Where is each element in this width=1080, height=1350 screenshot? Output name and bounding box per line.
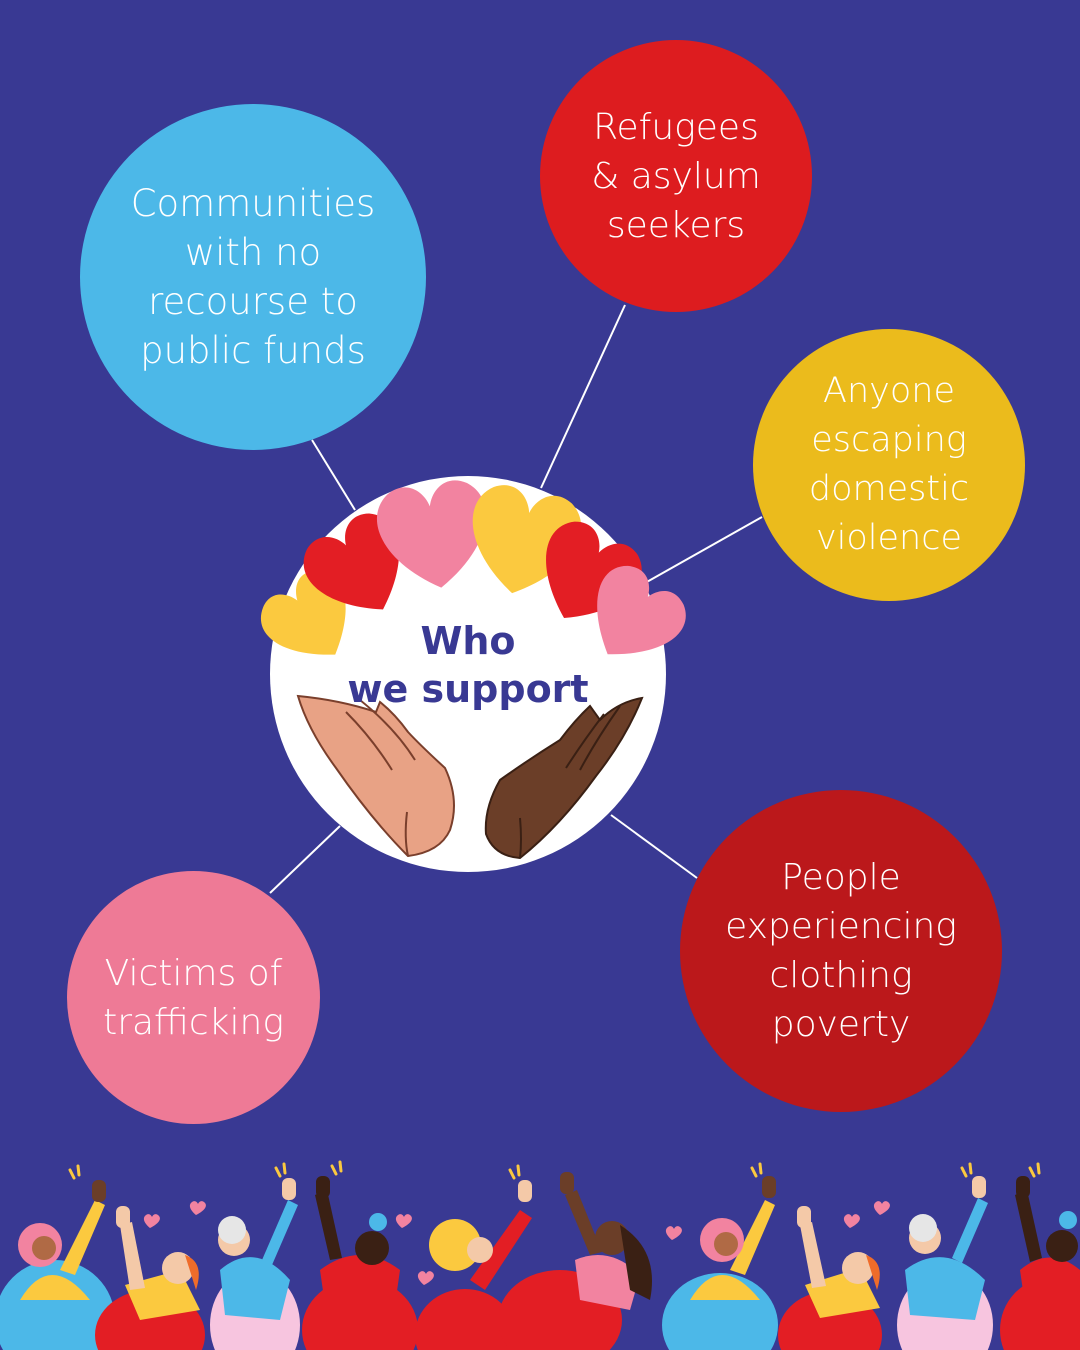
heart-icon (303, 513, 399, 610)
crowd-person (662, 1176, 778, 1350)
connector-trafficking (269, 825, 341, 894)
crowd-person (415, 1180, 532, 1350)
light-hand-icon (296, 694, 455, 858)
crowd-person (897, 1176, 993, 1350)
small-heart-icon (143, 1201, 890, 1285)
connector-clothing (610, 814, 698, 879)
crowd-person (95, 1206, 205, 1350)
group-label: Communities with no recourse to public f… (130, 182, 376, 372)
dark-hand-icon (484, 696, 644, 860)
crowd-person (498, 1172, 652, 1350)
group-label: Victims of trafficking (103, 952, 284, 1043)
connector-communities (311, 439, 356, 511)
group-bubble-trafficking: Victims of trafficking (67, 871, 320, 1124)
center-title: Who we support (347, 619, 589, 711)
connector-refugees (540, 304, 626, 489)
crowd-person (302, 1176, 418, 1350)
group-bubble-refugees: Refugees & asylum seekers (540, 40, 812, 312)
crowd-person (210, 1178, 300, 1350)
crowd-person (778, 1206, 882, 1350)
group-bubble-domestic-violence: Anyone escaping domestic violence (753, 329, 1025, 601)
group-bubble-clothing-poverty: People experiencing clothing poverty (680, 790, 1002, 1112)
group-label: Anyone escaping domestic violence (808, 371, 970, 558)
heart-icon (376, 480, 486, 588)
group-label: People experiencing clothing poverty (725, 857, 957, 1045)
group-bubble-communities: Communities with no recourse to public f… (80, 104, 426, 450)
cheer-marks-icon (68, 1160, 1041, 1180)
crowd-person (0, 1180, 115, 1350)
heart-icon (597, 565, 686, 655)
group-label: Refugees & asylum seekers (591, 106, 761, 246)
connector-domestic (644, 516, 763, 584)
crowd-person (1000, 1176, 1080, 1350)
